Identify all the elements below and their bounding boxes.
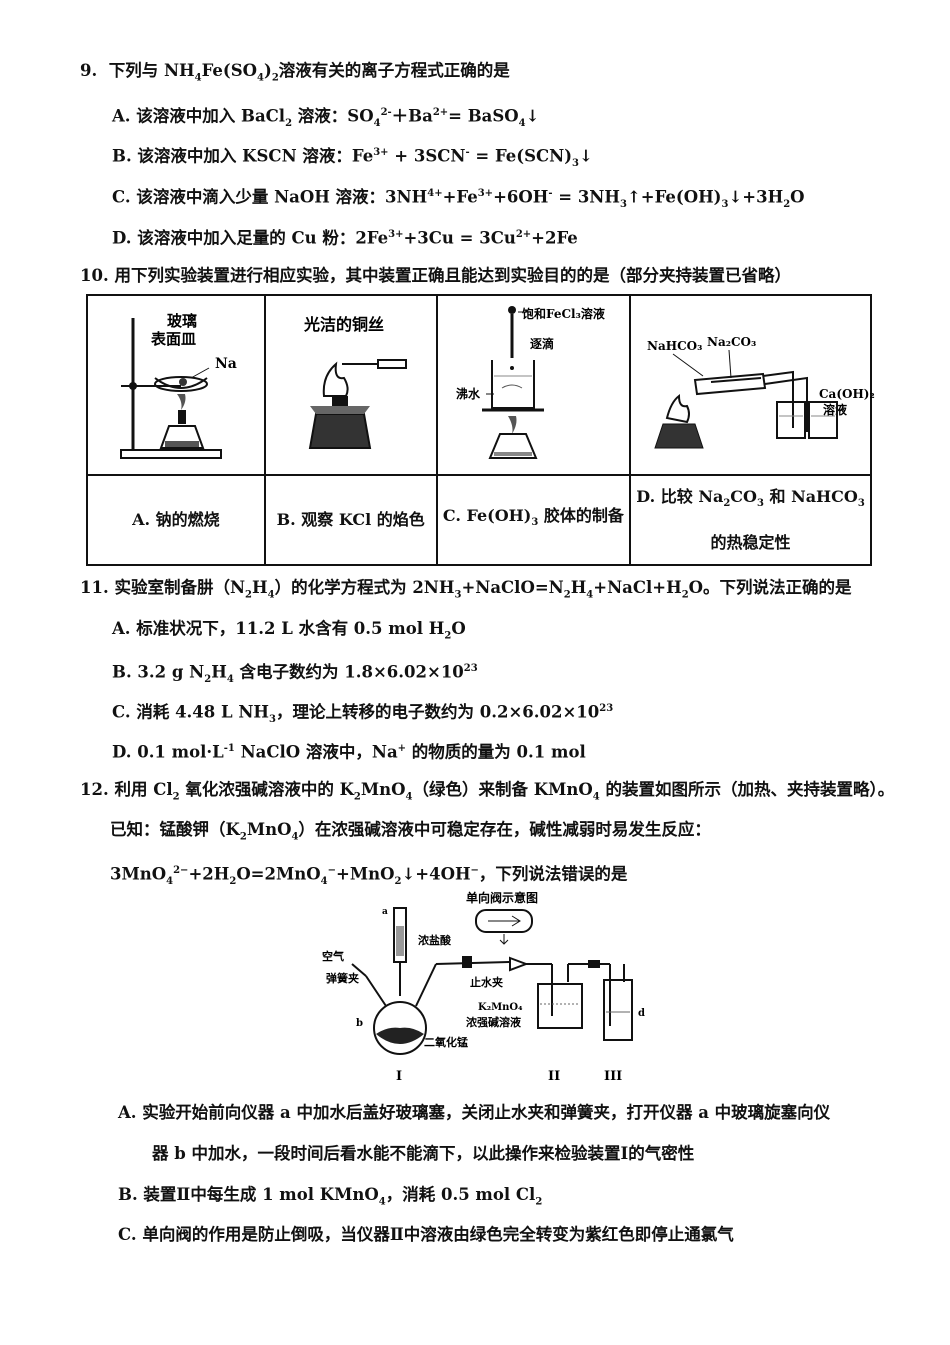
label-check-valve: 单向阀示意图 xyxy=(466,890,538,905)
q10-stem: 10. 用下列实验装置进行相应实验，其中装置正确且能达到实验目的的是（部分夹持装… xyxy=(80,266,791,285)
label-caoh2: Ca(OH)₂ xyxy=(819,387,875,401)
q11-option-a: A. 标准状况下，11.2 L 水含有 0.5 mol H2O xyxy=(112,619,466,642)
q10-apparatus-table: 玻璃 表面皿 Na 光洁的铜丝 饱和FeCl₃溶液 逐滴 沸水 xyxy=(86,294,874,566)
label-na: Na xyxy=(215,356,237,372)
q11-option-b: B. 3.2 g N2H4 含电子数约为 1.8×6.02×1023 xyxy=(112,662,478,685)
caption-c: C. Fe(OH)3 胶体的制备 xyxy=(435,474,632,566)
q9-option-d: D. 该溶液中加入足量的 Cu 粉：2Fe3++3Cu = 3Cu2++2Fe xyxy=(112,228,578,248)
q9-option-c: C. 该溶液中滴入少量 NaOH 溶液：3NH4++Fe3++6OH- = 3N… xyxy=(112,187,805,210)
q12-stem-line3: 3MnO42−+2H2O=2MnO4−+MnO2↓+4OH−，下列说法错误的是 xyxy=(110,864,628,887)
label-stop-clamp: 止水夹 xyxy=(470,975,503,989)
figure-a-sodium-burning: 玻璃 表面皿 Na xyxy=(86,294,266,476)
q12-option-c: C. 单向阀的作用是防止倒吸，当仪器Ⅱ中溶液由绿色完全转变为紫红色即停止通氯气 xyxy=(118,1225,734,1244)
label-unit-1: I xyxy=(396,1069,402,1084)
label-b: b xyxy=(356,1018,363,1029)
label-nahco3: NaHCO₃ xyxy=(647,339,702,353)
apparatus-a-illustration: 玻璃 表面皿 Na xyxy=(119,312,237,459)
q12-option-a-line1: A. 实验开始前向仪器 a 中加水后盖好玻璃塞，关闭止水夹和弹簧夹，打开仪器 a… xyxy=(118,1103,831,1122)
caption-b: B. 观察 KCl 的焰色 xyxy=(263,474,438,566)
label-na2co3: Na₂CO₃ xyxy=(707,335,756,349)
label-boiling-water: 沸水 xyxy=(456,386,481,401)
label-mno2: 二氧化锰 xyxy=(424,1035,468,1049)
q9-stem: 9. 下列与 NH4Fe(SO4)2溶液有关的离子方程式正确的是 xyxy=(80,61,510,84)
label-a: a xyxy=(382,907,388,917)
q12-option-a-line2: 器 b 中加水，一段时间后看水能不能滴下，以此操作来检验装置Ⅰ的气密性 xyxy=(152,1144,695,1163)
label-unit-2: II xyxy=(548,1069,560,1084)
q12-apparatus-figure: 单向阀示意图 空气 弹簧夹 浓盐酸 止水夹 二氧化锰 K₂MnO₄ 浓强碱溶液 … xyxy=(322,890,645,1084)
caption-a: A. 钠的燃烧 xyxy=(86,474,266,566)
figure-c-colloid-prep: 饱和FeCl₃溶液 逐滴 沸水 xyxy=(435,294,632,476)
label-conc-hcl: 浓盐酸 xyxy=(418,933,452,947)
label-watch-glass: 表面皿 xyxy=(151,330,196,348)
label-fecl3: 饱和FeCl₃溶液 xyxy=(522,306,605,321)
label-glass: 玻璃 xyxy=(167,312,197,330)
label-solution: 溶液 xyxy=(823,402,847,417)
label-air: 空气 xyxy=(322,949,344,963)
label-spring-clamp: 弹簧夹 xyxy=(326,971,359,985)
label-copper-wire: 光洁的铜丝 xyxy=(303,315,384,334)
apparatus-d-illustration: NaHCO₃ Na₂CO₃ Ca(OH)₂ 溶液 xyxy=(647,335,874,449)
apparatus-c-illustration: 饱和FeCl₃溶液 逐滴 沸水 xyxy=(456,306,605,459)
q11-option-d: D. 0.1 mol·L-1 NaClO 溶液中，Na+ 的物质的量为 0.1 … xyxy=(112,742,586,762)
figure-b-flame-test: 光洁的铜丝 xyxy=(263,294,438,476)
q12-stem-line2: 已知：锰酸钾（K2MnO4）在浓强碱溶液中可稳定存在，碱性减弱时易发生反应： xyxy=(110,820,711,843)
label-alkali: 浓强碱溶液 xyxy=(466,1015,522,1029)
figure-d-thermal-stability: NaHCO₃ Na₂CO₃ Ca(OH)₂ 溶液 xyxy=(629,294,874,476)
apparatus-b-illustration: 光洁的铜丝 xyxy=(303,315,407,449)
q12-stem-line1: 12. 利用 Cl2 氧化浓强碱溶液中的 K2MnO4（绿色）来制备 KMnO4… xyxy=(80,780,895,803)
q11-stem: 11. 实验室制备肼（N2H4）的化学方程式为 2NH3+NaClO=N2H4+… xyxy=(80,578,852,601)
q9-option-a: A. 该溶液中加入 BaCl2 溶液：SO42-＋Ba2+= BaSO4↓ xyxy=(112,106,540,129)
label-unit-3: III xyxy=(604,1069,622,1084)
q11-option-c: C. 消耗 4.48 L NH3，理论上转移的电子数约为 0.2×6.02×10… xyxy=(112,702,614,725)
label-k2mno4: K₂MnO₄ xyxy=(478,1002,523,1013)
q12-option-b: B. 装置Ⅱ中每生成 1 mol KMnO4，消耗 0.5 mol Cl2 xyxy=(118,1185,543,1208)
label-dropwise: 逐滴 xyxy=(530,336,554,351)
q9-option-b: B. 该溶液中加入 KSCN 溶液：Fe3+ + 3SCN- = Fe(SCN)… xyxy=(112,146,593,169)
label-d: d xyxy=(638,1008,645,1019)
